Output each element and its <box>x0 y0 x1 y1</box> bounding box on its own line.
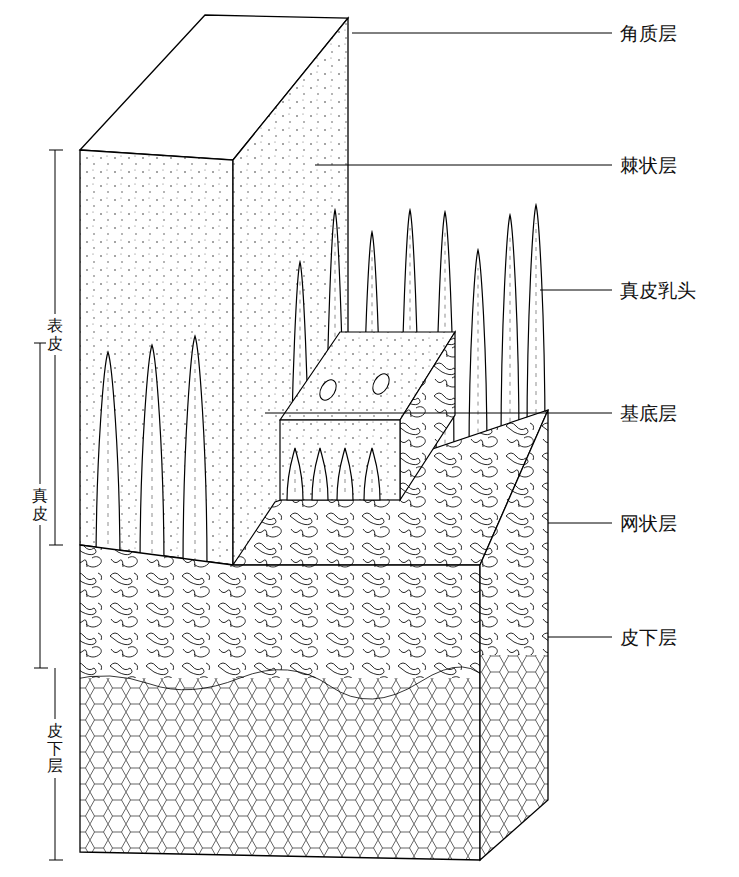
duct-opening <box>316 377 339 403</box>
papilla <box>364 448 380 500</box>
dermal-papillae <box>96 336 207 570</box>
papilla <box>183 336 207 570</box>
part-label: 基底层 <box>620 402 677 425</box>
papilla <box>140 345 164 570</box>
papilla-vessel <box>372 466 373 492</box>
papilla-vessel <box>478 268 479 451</box>
papilla <box>527 205 545 439</box>
range-label: 表皮 <box>46 314 64 355</box>
inner-block-side <box>400 332 455 500</box>
basal-papillae <box>287 448 380 500</box>
papilla-vessel <box>152 363 153 562</box>
duct-opening <box>369 371 392 397</box>
papilla <box>312 448 328 500</box>
papilla <box>469 250 487 459</box>
leader-lines <box>265 33 612 637</box>
papilla-vessel <box>510 233 511 440</box>
part-label: 网状层 <box>620 512 677 535</box>
papilla-vessel <box>195 354 196 562</box>
part-label: 皮下层 <box>620 626 677 649</box>
part-label: 棘状层 <box>620 154 677 177</box>
part-label: 真皮乳头 <box>620 279 696 302</box>
papilla <box>337 448 353 500</box>
part-label: 角质层 <box>620 22 677 45</box>
papilla <box>96 352 120 570</box>
papilla-vessel <box>345 466 346 492</box>
papilla-vessel <box>108 370 109 562</box>
lower-front <box>70 540 490 877</box>
papilla-vessel <box>320 466 321 492</box>
papilla-vessel <box>295 466 296 492</box>
papilla-vessel <box>536 223 537 431</box>
range-label: 皮下层 <box>46 719 64 778</box>
papilla <box>287 448 303 500</box>
inner-block-front <box>280 420 400 500</box>
range-label: 真皮 <box>31 484 49 525</box>
lower-side <box>475 400 555 875</box>
